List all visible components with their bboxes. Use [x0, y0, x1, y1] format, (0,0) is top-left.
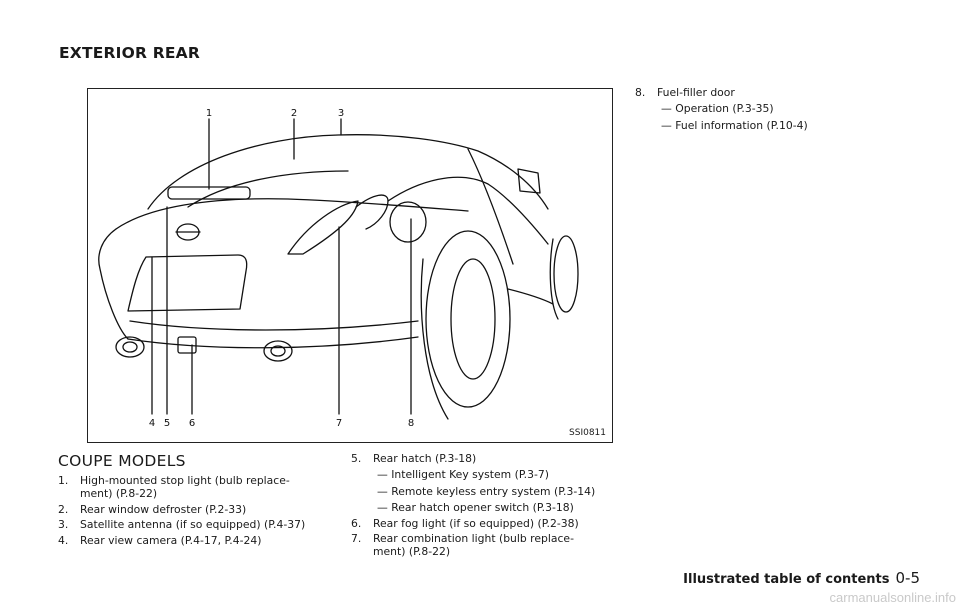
- item-number: 6.: [351, 516, 362, 530]
- item-number: 2.: [58, 502, 69, 516]
- item-text: Rear fog light (if so equipped) (P.2-38): [373, 516, 579, 530]
- page-footer: Illustrated table of contents 0-5: [683, 569, 920, 587]
- tail-light: [287, 200, 359, 255]
- item-number: 4.: [58, 533, 69, 547]
- callout-4: 4: [149, 418, 155, 429]
- list-item: 7. Rear combination light (bulb replace-…: [351, 532, 621, 559]
- sub-item: — Operation (P.3-35): [661, 102, 774, 116]
- list-item: 1. High-mounted stop light (bulb replace…: [58, 474, 328, 501]
- side-mirror: [517, 168, 541, 194]
- subsection-title: COUPE MODELS: [58, 452, 186, 470]
- rear-wheel: [425, 230, 511, 408]
- list-item: 3. Satellite antenna (if so equipped) (P…: [58, 518, 328, 531]
- front-wheel: [553, 235, 579, 313]
- figure-code: SSI0811: [569, 428, 606, 438]
- item-number: 8.: [635, 86, 646, 99]
- fog-light: [177, 336, 197, 354]
- item-list-col2: 5. Rear hatch (P.3-18) — Intelligent Key…: [351, 452, 621, 561]
- item-text-cont: ment) (P.8-22): [373, 545, 451, 559]
- license-plate-recess: [127, 254, 248, 312]
- page-number: 0-5: [895, 569, 921, 587]
- sub-item: — Rear hatch opener switch (P.3-18): [377, 501, 574, 515]
- item-text: Rear view camera (P.4-17, P.4-24): [80, 533, 262, 547]
- item-text-cont: ment) (P.8-22): [80, 487, 158, 501]
- item-number: 7.: [351, 532, 362, 546]
- sub-item: — Fuel information (P.10-4): [661, 118, 808, 132]
- sub-item: — Remote keyless entry system (P.3-14): [377, 484, 596, 498]
- fuel-door: [389, 201, 427, 243]
- item-list-col1: 1. High-mounted stop light (bulb replace…: [58, 474, 328, 549]
- callout-5: 5: [164, 418, 170, 429]
- item-number: 5.: [351, 452, 362, 465]
- sub-item: — Intelligent Key system (P.3-7): [377, 468, 549, 482]
- item-number: 3.: [58, 518, 69, 532]
- item-list-col3: 8. Fuel-filler door — Operation (P.3-35)…: [635, 86, 895, 134]
- exhaust-left: [115, 336, 145, 358]
- callout-7: 7: [336, 418, 342, 429]
- callout-2: 2: [291, 108, 297, 119]
- callout-1: 1: [206, 108, 212, 119]
- list-item: 4. Rear view camera (P.4-17, P.4-24): [58, 534, 328, 547]
- section-title: EXTERIOR REAR: [59, 44, 200, 62]
- item-text: Rear window defroster (P.2-33): [80, 502, 247, 516]
- item-text: Fuel-filler door: [657, 86, 735, 99]
- item-text: High-mounted stop light (bulb replace-: [80, 474, 290, 487]
- item-text: Satellite antenna (if so equipped) (P.4-…: [80, 518, 306, 532]
- list-item: 6. Rear fog light (if so equipped) (P.2-…: [351, 517, 621, 530]
- car-rear-illustration: 1 2 3 4 5 6 7 8 SSI0811: [87, 88, 613, 443]
- list-item: 8. Fuel-filler door — Operation (P.3-35)…: [635, 86, 895, 132]
- car-drawing: 1 2 3 4 5 6 7 8: [98, 108, 579, 429]
- footer-label: Illustrated table of contents: [683, 572, 890, 587]
- item-text: Rear hatch (P.3-18): [373, 452, 477, 465]
- watermark: carmanualsonline.info: [829, 590, 956, 605]
- callout-8: 8: [408, 418, 414, 429]
- item-number: 1.: [58, 474, 69, 487]
- rear-window-outline: [147, 134, 549, 210]
- callout-3: 3: [338, 108, 344, 119]
- exhaust-right: [263, 340, 293, 362]
- list-item: 5. Rear hatch (P.3-18) — Intelligent Key…: [351, 452, 621, 515]
- item-text: Rear combination light (bulb replace-: [373, 532, 574, 546]
- list-item: 2. Rear window defroster (P.2-33): [58, 503, 328, 516]
- callout-6: 6: [189, 418, 195, 429]
